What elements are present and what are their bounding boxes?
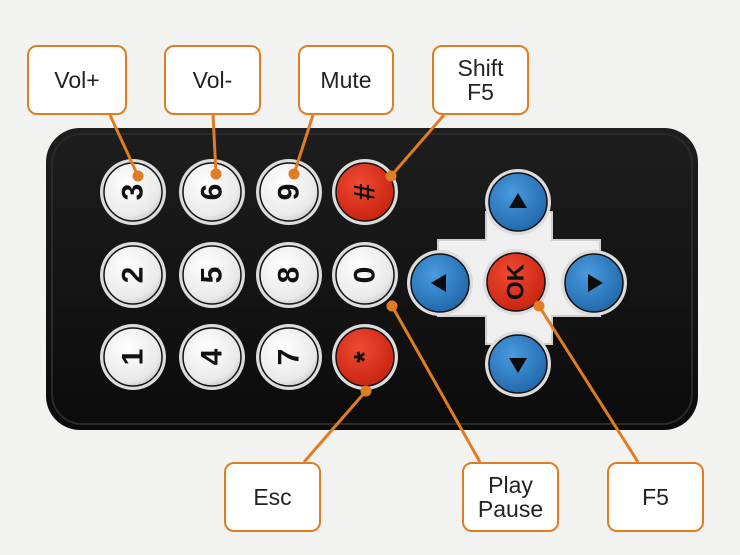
key-up[interactable] <box>485 169 551 235</box>
key-ok-label: OK <box>503 263 530 300</box>
key-0-label: 0 <box>349 267 382 284</box>
callout-esc: Esc <box>224 462 321 532</box>
key-7[interactable]: 7 <box>256 324 322 390</box>
key-6[interactable]: 6 <box>179 159 245 225</box>
key-5[interactable]: 5 <box>179 242 245 308</box>
right-arrow-icon <box>588 274 603 292</box>
key-3-label: 3 <box>117 184 150 201</box>
key-4[interactable]: 4 <box>179 324 245 390</box>
key-7-label: 7 <box>273 349 306 366</box>
key-star-label: * <box>349 351 382 363</box>
key-6-label: 6 <box>196 184 229 201</box>
key-9-label: 9 <box>273 184 306 201</box>
callout-f5: F5 <box>607 462 704 532</box>
leader-line <box>108 114 144 182</box>
key-8[interactable]: 8 <box>256 242 322 308</box>
leader-line <box>210 114 222 180</box>
leader-line <box>385 114 446 182</box>
callout-vol-plus: Vol+ <box>27 45 127 115</box>
key-right[interactable] <box>561 250 627 316</box>
leader-line <box>302 385 372 463</box>
key-1[interactable]: 1 <box>100 324 166 390</box>
callout-play-pause: Play Pause <box>462 462 559 532</box>
key-0[interactable]: 0 <box>332 242 398 308</box>
up-arrow-icon <box>509 193 527 208</box>
callout-mute: Mute <box>298 45 394 115</box>
down-arrow-icon <box>509 358 527 373</box>
callout-shift-f5: Shift F5 <box>432 45 529 115</box>
leader-line <box>533 300 640 463</box>
key-4-label: 4 <box>196 348 229 365</box>
key-hash-label: # <box>349 183 382 200</box>
key-8-label: 8 <box>273 267 306 284</box>
key-9[interactable]: 9 <box>256 159 322 225</box>
key-star[interactable]: * <box>332 324 398 390</box>
key-2-label: 2 <box>117 267 150 284</box>
key-left[interactable] <box>407 250 473 316</box>
key-1-label: 1 <box>117 349 150 366</box>
key-2[interactable]: 2 <box>100 242 166 308</box>
key-3[interactable]: 3 <box>100 159 166 225</box>
leader-line <box>288 114 315 180</box>
key-5-label: 5 <box>196 267 229 284</box>
callout-vol-minus: Vol- <box>164 45 261 115</box>
left-arrow-icon <box>431 274 446 292</box>
key-hash[interactable]: # <box>332 159 398 225</box>
leader-line <box>386 300 482 463</box>
key-ok[interactable]: OK <box>483 249 549 315</box>
key-down[interactable] <box>485 331 551 397</box>
